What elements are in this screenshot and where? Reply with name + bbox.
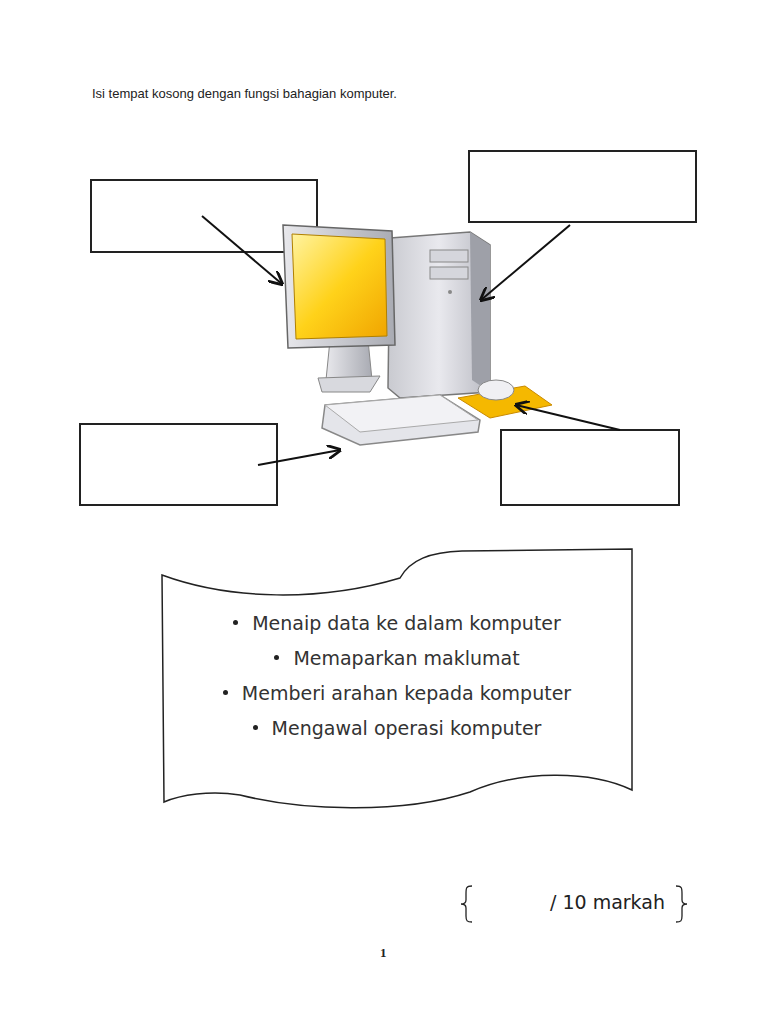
keyboard xyxy=(322,395,480,445)
page-number: 1 xyxy=(380,945,387,961)
system-unit xyxy=(388,232,490,398)
function-item: Memberi arahan kepada komputer xyxy=(172,676,622,711)
brace xyxy=(676,886,687,922)
scroll-shape xyxy=(162,549,632,808)
bullet-dot xyxy=(223,690,228,695)
bullet-dot xyxy=(274,655,279,660)
mouse xyxy=(458,380,552,418)
function-item: Memaparkan maklumat xyxy=(172,641,622,676)
function-text: Memberi arahan kepada komputer xyxy=(242,682,571,704)
function-item: Menaip data ke dalam komputer xyxy=(172,606,622,641)
function-text: Memaparkan maklumat xyxy=(293,647,519,669)
scroll-list: Menaip data ke dalam komputerMemaparkan … xyxy=(172,606,622,746)
function-text: Menaip data ke dalam komputer xyxy=(252,612,561,634)
bullet-dot xyxy=(253,725,258,730)
function-text: Mengawal operasi komputer xyxy=(272,717,542,739)
function-item: Mengawal operasi komputer xyxy=(172,711,622,746)
marks-label: / 10 markah xyxy=(550,891,665,913)
brace xyxy=(461,886,472,922)
answer-box xyxy=(501,430,679,505)
answer-box xyxy=(80,424,277,505)
leader-arrow xyxy=(202,216,620,465)
monitor xyxy=(283,225,395,392)
answer-box xyxy=(469,151,696,222)
bullet-dot xyxy=(233,620,238,625)
worksheet-title: Isi tempat kosong dengan fungsi bahagian… xyxy=(92,86,397,101)
